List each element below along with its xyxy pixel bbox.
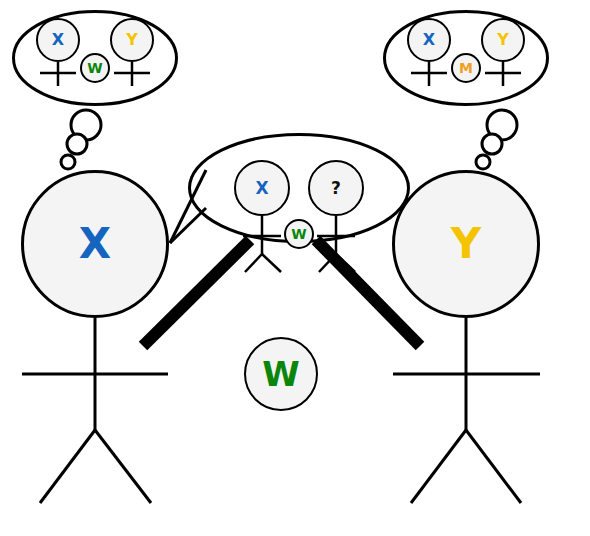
head-circle: M xyxy=(451,53,481,83)
head-circle: X xyxy=(407,18,451,62)
head-circle: Y xyxy=(110,18,154,62)
thought-bubble: X M Y xyxy=(383,10,549,106)
head-letter: Y xyxy=(497,32,509,48)
head-letter: X xyxy=(52,32,64,48)
head-letter: M xyxy=(459,61,473,75)
person-head: Y xyxy=(392,170,540,318)
head-circle: W xyxy=(284,219,314,249)
head-letter: W xyxy=(262,357,300,391)
thought-bubble: X W Y xyxy=(12,10,178,106)
head-circle: W xyxy=(80,53,110,83)
head-circle: X xyxy=(36,18,80,62)
thought-tail xyxy=(61,110,517,169)
head-circle: X xyxy=(234,160,290,216)
head-letter: ? xyxy=(331,180,341,197)
head-letter: X xyxy=(79,223,111,265)
head-circle: W xyxy=(244,337,318,411)
head-letter: W xyxy=(291,227,306,241)
pointing-arms xyxy=(143,240,420,346)
head-circle: ? xyxy=(308,160,364,216)
big-figure-bodies xyxy=(22,170,540,503)
head-letter: X xyxy=(255,180,268,197)
thought-bubble: X? W xyxy=(188,133,410,243)
person-head: X xyxy=(21,170,169,318)
head-circle: Y xyxy=(481,18,525,62)
head-letter: X xyxy=(423,32,435,48)
head-letter: Y xyxy=(451,223,481,265)
head-letter: Y xyxy=(126,32,138,48)
head-letter: W xyxy=(87,61,102,75)
